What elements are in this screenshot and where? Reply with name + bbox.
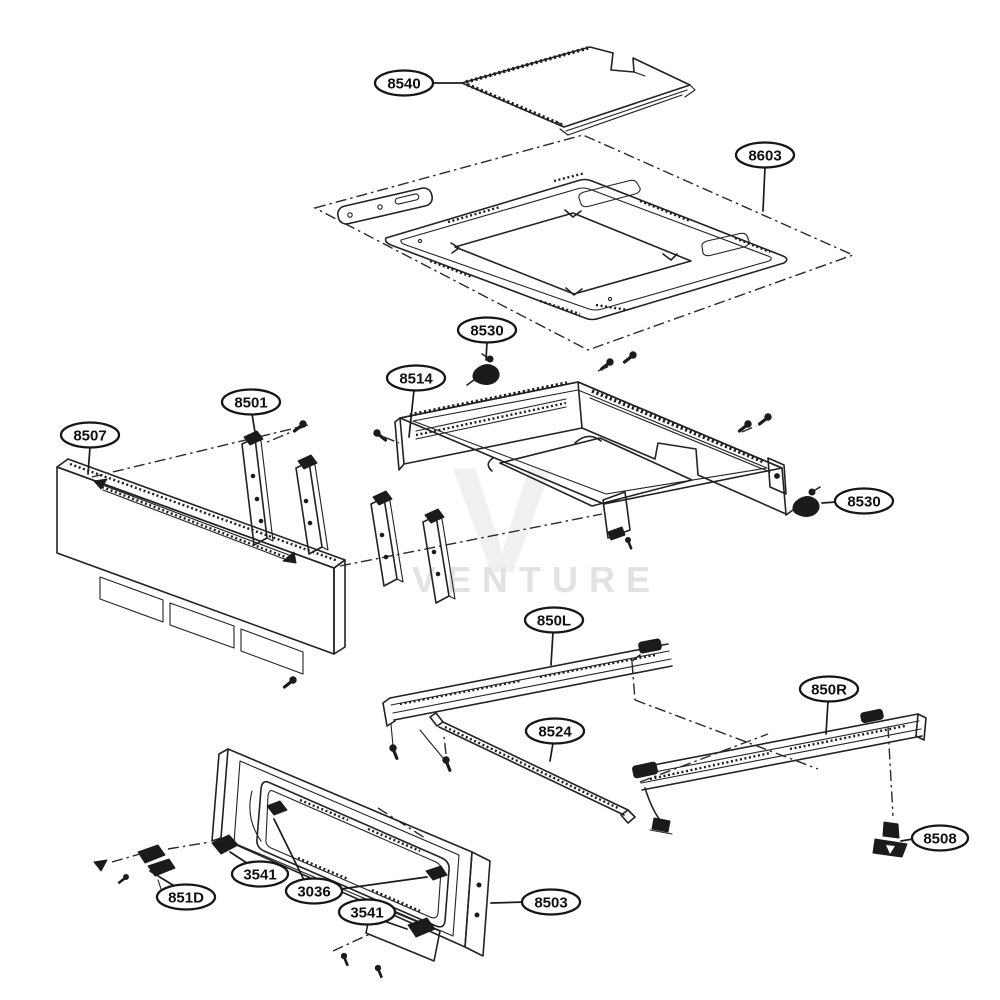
part-roller-8530-top xyxy=(466,353,500,386)
part-top-frame-8603 xyxy=(337,171,788,321)
bracket xyxy=(241,430,274,546)
part-label-8603: 8603 xyxy=(734,141,796,212)
part-clip-3036-right xyxy=(425,865,448,881)
screw-icon xyxy=(117,873,130,884)
screw-icon xyxy=(438,754,457,772)
part-label-850L: 850L xyxy=(523,606,585,666)
screw-icon xyxy=(372,428,388,442)
part-number: 8507 xyxy=(73,428,106,445)
bracket xyxy=(295,454,329,555)
arrow-icon xyxy=(450,242,460,254)
screw-icon xyxy=(282,675,298,689)
screw-icon xyxy=(371,962,387,979)
part-number: 8524 xyxy=(538,724,572,741)
bracket xyxy=(422,508,456,604)
part-number: 8514 xyxy=(399,371,433,388)
part-label-8540: 8540 xyxy=(373,69,463,97)
part-front-panel-8507 xyxy=(56,458,346,689)
arrow-icon xyxy=(662,253,678,261)
part-number: 8508 xyxy=(923,831,956,848)
part-number: 3541 xyxy=(350,905,383,922)
arrow-icon xyxy=(564,209,582,218)
part-label-8530-right: 8530 xyxy=(821,487,895,515)
part-label-8501: 8501 xyxy=(220,388,282,439)
part-label-850R: 850R xyxy=(798,675,860,735)
part-roller-8530-right xyxy=(785,486,821,517)
part-label-851D: 851D xyxy=(149,870,217,911)
screw-icon xyxy=(337,950,353,967)
part-label-8530-top: 8530 xyxy=(456,316,518,361)
watermark: V VENTURE xyxy=(412,436,650,604)
screw-icon xyxy=(93,859,108,872)
part-label-8507: 8507 xyxy=(59,421,121,475)
screw-icon xyxy=(385,742,404,760)
part-hinge-851D xyxy=(93,841,211,893)
part-crossbar-8524 xyxy=(429,712,636,824)
part-number: 851D xyxy=(168,890,204,907)
screw-icon xyxy=(757,412,773,426)
part-label-8508: 8508 xyxy=(900,824,970,852)
screw-icon xyxy=(292,419,308,433)
arrow-icon xyxy=(565,287,583,296)
mounting-screws xyxy=(597,350,773,433)
part-label-3541-bottom: 3541 xyxy=(337,898,408,930)
part-label-3036: 3036 xyxy=(273,818,428,905)
part-brackets-8501 xyxy=(91,419,603,604)
part-number: 8603 xyxy=(748,148,781,165)
part-lower-frame-8503 xyxy=(93,748,491,979)
part-number: 850R xyxy=(811,682,847,699)
part-clip-3541-left xyxy=(211,834,239,855)
part-clip-3036-top xyxy=(266,800,288,816)
leveling-foot-notch xyxy=(886,845,895,854)
screw-icon xyxy=(622,350,638,364)
part-rail-850R xyxy=(632,699,927,835)
part-number: 3541 xyxy=(243,867,276,884)
part-label-8514: 8514 xyxy=(385,364,447,438)
part-number: 850L xyxy=(537,613,571,630)
part-rail-850L xyxy=(382,638,673,760)
arrow-icon xyxy=(282,551,297,564)
bracket xyxy=(370,490,404,587)
part-label-8503: 8503 xyxy=(490,888,582,916)
arrow-icon xyxy=(93,478,108,490)
part-drawer-base-8514 xyxy=(372,381,787,550)
part-top-cover-8540 xyxy=(461,46,696,136)
part-number: 8530 xyxy=(470,323,503,340)
part-number: 8503 xyxy=(534,895,567,912)
part-number: 8540 xyxy=(387,76,420,93)
part-number: 3036 xyxy=(297,884,330,901)
part-number: 8530 xyxy=(847,494,880,511)
part-foot-8508 xyxy=(872,821,908,858)
screw-icon xyxy=(621,535,637,550)
part-label-8524: 8524 xyxy=(524,717,586,762)
part-number: 8501 xyxy=(234,395,267,412)
part-label-3541-left: 3541 xyxy=(229,851,290,888)
